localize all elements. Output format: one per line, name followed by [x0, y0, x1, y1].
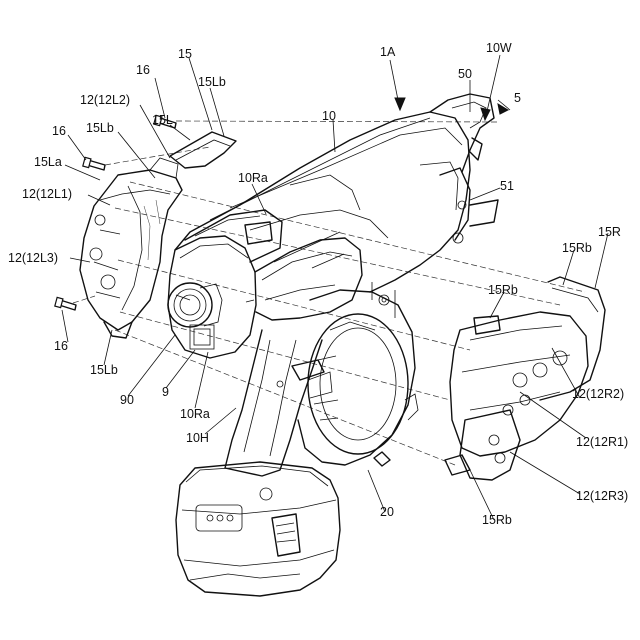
label-10H: 10H	[186, 431, 209, 445]
label-15La: 15La	[34, 155, 62, 169]
label-12R1: 12(12R1)	[576, 435, 628, 449]
label-12R2: 12(12R2)	[572, 387, 624, 401]
screw-16-bottom	[55, 297, 76, 310]
label-15L: 15L	[152, 113, 173, 127]
label-15Rb-mid: 15Rb	[488, 283, 518, 297]
label-15Rb-top: 15Rb	[562, 241, 592, 255]
label-15: 15	[178, 47, 192, 61]
label-1A: 1A	[380, 45, 396, 59]
label-10W: 10W	[486, 41, 512, 55]
label-12L3: 12(12L3)	[8, 251, 58, 265]
label-90: 90	[120, 393, 134, 407]
screw-16-mid	[83, 157, 105, 170]
label-15R: 15R	[598, 225, 621, 239]
label-15Lb-top: 15Lb	[198, 75, 226, 89]
label-20: 20	[380, 505, 394, 519]
label-12L1: 12(12L1)	[22, 187, 72, 201]
label-15Lb-bottom: 15Lb	[90, 363, 118, 377]
label-10: 10	[322, 109, 336, 123]
right-cover-15R	[445, 277, 605, 480]
label-15Rb-bottom: 15Rb	[482, 513, 512, 527]
tool-main-body-10	[168, 94, 498, 476]
label-12R3: 12(12R3)	[576, 489, 628, 503]
leader-lines	[62, 55, 608, 520]
label-16-top: 16	[136, 63, 150, 77]
label-15Lb-mid: 15Lb	[86, 121, 114, 135]
label-16-mid: 16	[52, 124, 66, 138]
label-16-bottom: 16	[54, 339, 68, 353]
battery-pack	[176, 462, 340, 596]
label-12L2: 12(12L2)	[80, 93, 130, 107]
label-51: 51	[500, 179, 514, 193]
label-9: 9	[162, 385, 169, 399]
label-10Ra-top: 10Ra	[238, 171, 268, 185]
label-10Ra-bottom: 10Ra	[180, 407, 210, 421]
label-5: 5	[514, 91, 521, 105]
label-50: 50	[458, 67, 472, 81]
